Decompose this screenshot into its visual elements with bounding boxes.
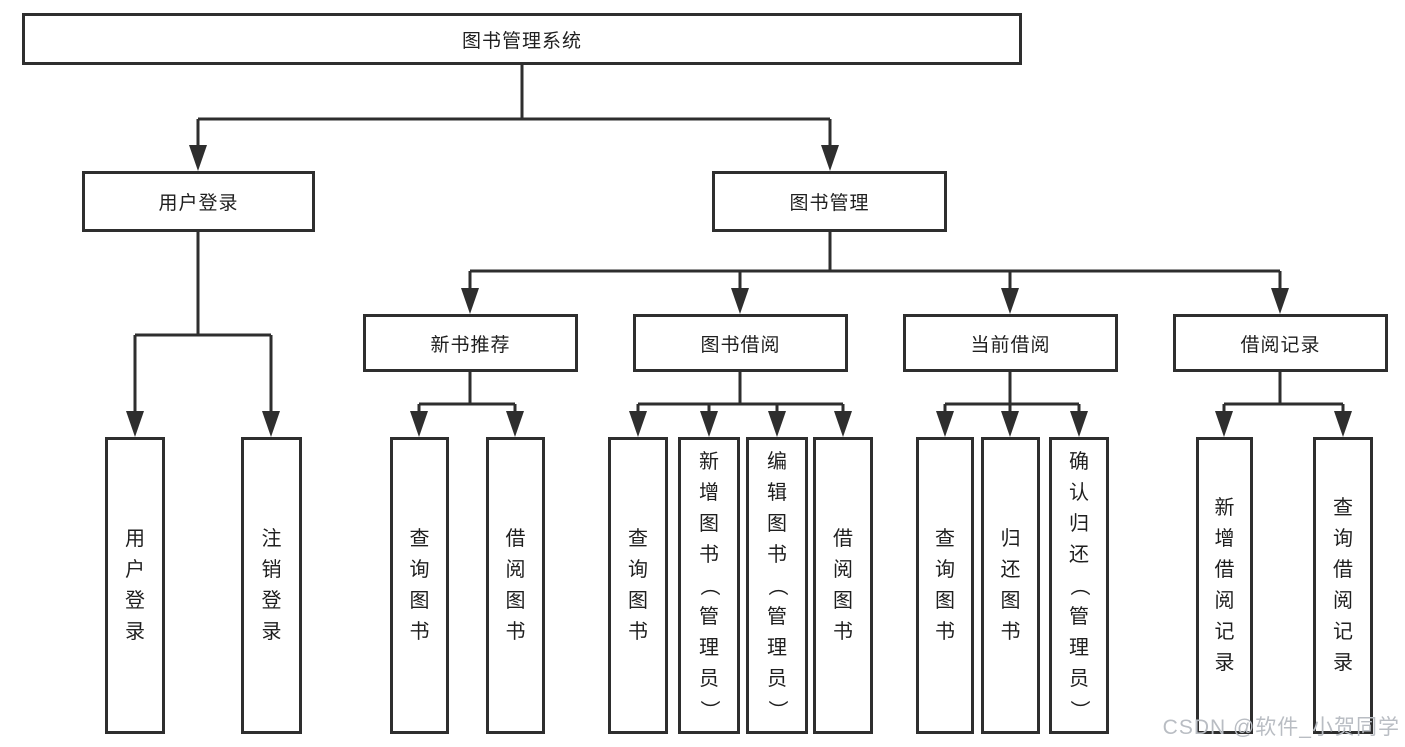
arrowheads (126, 145, 1352, 437)
node-borrowing-records: 借阅记录 (1173, 314, 1388, 372)
leaf-query-books-current: 查询图书 (916, 437, 974, 734)
leaf-query-books-recommend: 查询图书 (390, 437, 449, 734)
leaf-query-borrow-record: 查询借阅记录 (1313, 437, 1373, 734)
node-current-borrowing: 当前借阅 (903, 314, 1118, 372)
leaf-borrow-books: 借阅图书 (813, 437, 873, 734)
leaf-query-books-borrowing: 查询图书 (608, 437, 668, 734)
leaf-logout: 注销登录 (241, 437, 302, 734)
node-book-management: 图书管理 (712, 171, 947, 232)
node-system-root: 图书管理系统 (22, 13, 1022, 65)
leaf-add-borrow-record: 新增借阅记录 (1196, 437, 1253, 734)
leaf-borrow-books-recommend: 借阅图书 (486, 437, 545, 734)
leaf-confirm-return-admin: 确认归还（管理员） (1049, 437, 1109, 734)
leaf-add-book-admin: 新增图书（管理员） (678, 437, 740, 734)
csdn-watermark: CSDN @软件_小贺同学 (1162, 716, 1400, 739)
node-new-book-recommend: 新书推荐 (363, 314, 578, 372)
leaf-edit-book-admin: 编辑图书（管理员） (746, 437, 808, 734)
leaf-user-login: 用户登录 (105, 437, 165, 734)
node-user-login: 用户登录 (82, 171, 315, 232)
node-book-borrowing: 图书借阅 (633, 314, 848, 372)
leaf-return-book: 归还图书 (981, 437, 1040, 734)
